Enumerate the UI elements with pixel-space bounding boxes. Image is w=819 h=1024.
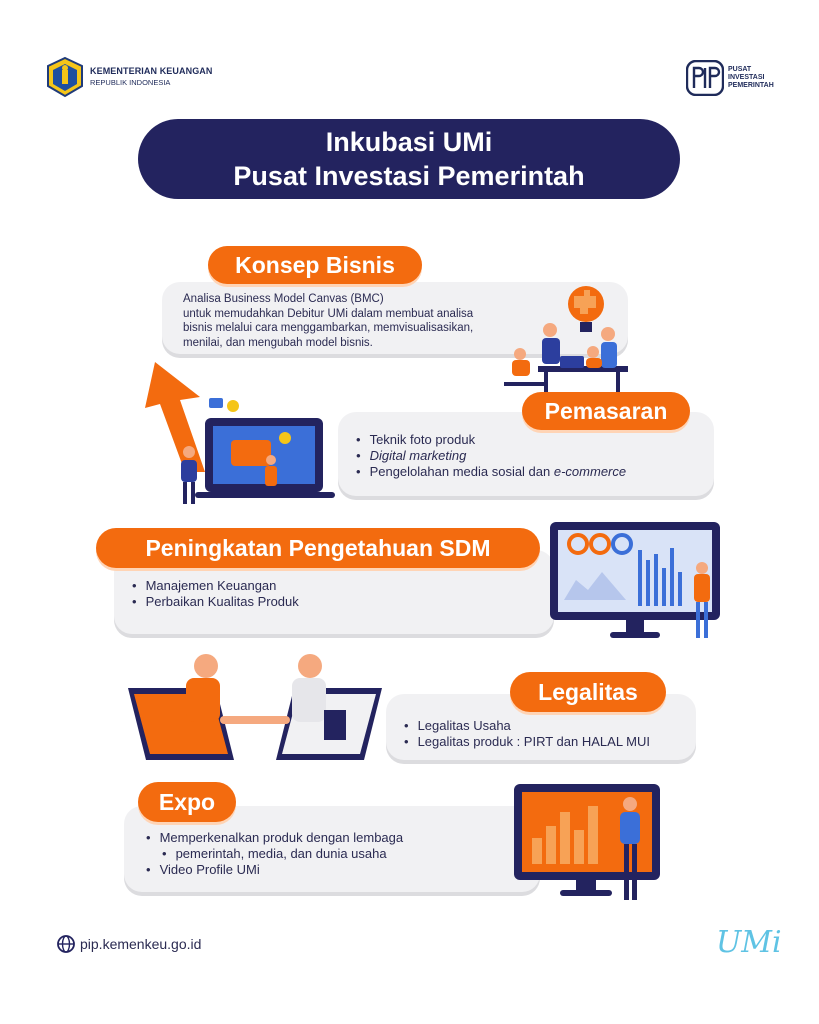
list-item: Memperkenalkan produk dengan lembaga: [146, 830, 404, 846]
pemasaran-list: Teknik foto produk Digital marketing Pen…: [356, 432, 627, 480]
list-item: Legalitas Usaha: [404, 718, 650, 734]
title-line1: Inkubasi UMi: [325, 127, 493, 157]
kemenkeu-logo: KEMENTERIAN KEUANGAN REPUBLIK INDONESIA: [44, 56, 213, 98]
website-link[interactable]: pip.kemenkeu.go.id: [56, 934, 201, 954]
list-item: Teknik foto produk: [356, 432, 626, 448]
kemenkeu-name: KEMENTERIAN KEUANGAN: [90, 66, 213, 76]
list-item: Pengelolahan media sosial dan e-commerce: [356, 464, 627, 480]
legalitas-heading: Legalitas: [510, 672, 666, 712]
marketing-illustration: [145, 362, 335, 504]
expo-list: Memperkenalkan produk dengan lembaga pem…: [146, 830, 404, 878]
konsep-heading: Konsep Bisnis: [208, 246, 422, 284]
globe-icon: [57, 935, 75, 953]
website-url[interactable]: pip.kemenkeu.go.id: [80, 936, 202, 952]
kemenkeu-emblem-icon: [47, 56, 83, 98]
pip-line3: PEMERINTAH: [728, 82, 774, 89]
sdm-heading: Peningkatan Pengetahuan SDM: [96, 528, 540, 568]
title-line2: Pusat Investasi Pemerintah: [233, 161, 585, 191]
kemenkeu-subtitle: REPUBLIK INDONESIA: [90, 78, 171, 87]
pip-line1: PUSAT: [728, 66, 752, 73]
pemasaran-heading: Pemasaran: [522, 392, 690, 430]
dashboard-illustration: [550, 522, 720, 638]
pip-line2: INVESTASI: [728, 74, 765, 81]
konsep-description: Analisa Business Model Canvas (BMC) untu…: [183, 293, 474, 349]
sdm-list: Manajemen Keuangan Perbaikan Kualitas Pr…: [132, 578, 299, 610]
list-item: Manajemen Keuangan: [132, 578, 299, 594]
legalitas-list: Legalitas Usaha Legalitas produk : PIRT …: [404, 718, 650, 750]
list-item: Digital marketing: [356, 448, 626, 464]
teamwork-illustration: [504, 286, 628, 402]
presentation-illustration: [514, 784, 660, 900]
expo-heading: Expo: [138, 782, 236, 822]
list-item: Legalitas produk : PIRT dan HALAL MUI: [404, 734, 650, 750]
umi-logo: UMi: [716, 925, 782, 960]
pip-emblem-icon: [686, 60, 724, 96]
list-item: Perbaikan Kualitas Produk: [132, 594, 299, 610]
pip-logo: PUSAT INVESTASI PEMERINTAH: [686, 60, 774, 96]
list-item: pemerintah, media, dan dunia usaha: [146, 846, 403, 862]
page-title: Inkubasi UMi Pusat Investasi Pemerintah: [138, 119, 680, 199]
list-item: Video Profile UMi: [146, 862, 403, 878]
handshake-illustration: [128, 654, 382, 760]
